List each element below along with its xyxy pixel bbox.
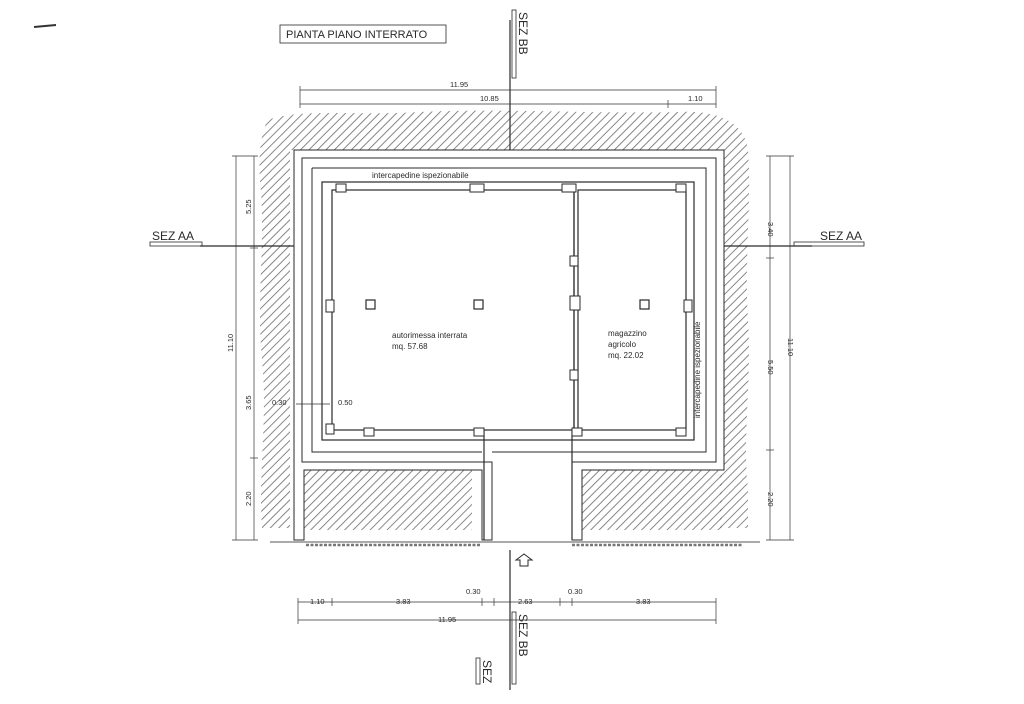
dim-bottom-a: 1.10	[310, 597, 325, 606]
gap-inner-line-left	[311, 168, 482, 453]
dim-bottom-total: 11.95	[438, 615, 456, 624]
dim-left-upper: 5.25	[244, 199, 253, 214]
drawing-title: PIANTA PIANO INTERRATO	[286, 29, 428, 41]
dimension-lines-right	[766, 155, 794, 541]
section-aa-label-right: SEZ AA	[820, 229, 862, 243]
dim-left-lower: 2.20	[244, 491, 253, 506]
garage-area: mq. 57.68	[392, 342, 428, 351]
hatch-bottom-right	[582, 462, 722, 530]
dimension-lines-left	[232, 155, 330, 541]
dim-right-total: 11.10	[786, 338, 795, 356]
section-bb-label-top: SEZ BB	[516, 12, 530, 55]
pillars	[365, 299, 650, 310]
dim-right-lower: 2.20	[766, 492, 775, 507]
dim-right-mid: 5.50	[766, 360, 775, 375]
section-marker-partial	[475, 657, 481, 685]
garage-name: autorimessa interrata	[392, 331, 468, 340]
dim-bottom-c: 0.30	[466, 587, 481, 596]
gap-inner-line	[312, 167, 707, 453]
dimension-lines-top	[299, 86, 717, 108]
section-bb-marker-bottom	[511, 611, 517, 685]
dim-wall-inner: 0.50	[338, 398, 353, 407]
stray-mark	[33, 24, 57, 28]
section-bb-label-bottom: SEZ BB	[516, 614, 530, 657]
dimension-lines-bottom	[297, 598, 717, 624]
dim-top-total: 11.95	[450, 80, 468, 89]
entrance-arrow-icon	[514, 553, 534, 567]
dim-left-total: 11.10	[226, 334, 235, 352]
dim-bottom-f: 3.83	[636, 597, 651, 606]
wall-notches	[325, 183, 693, 437]
dim-bottom-d: 2.63	[518, 597, 533, 606]
gap-label-top: intercapedine ispezionabile	[372, 171, 469, 180]
title-box	[279, 24, 447, 44]
dim-bottom-b: 3.83	[396, 597, 411, 606]
storage-name-2: agricolo	[608, 340, 637, 349]
dim-right-upper: 3.40	[766, 222, 775, 237]
dim-wall-outer: 0.30	[272, 398, 287, 407]
dim-left-mid: 3.65	[244, 395, 253, 410]
dim-bottom-e: 0.30	[568, 587, 583, 596]
pillar	[365, 299, 376, 310]
section-label-partial: SEZ	[480, 660, 494, 683]
dim-top-main: 10.85	[480, 94, 499, 103]
storage-area: mq. 22.02	[608, 351, 644, 360]
hatch-bottom-left	[296, 462, 472, 530]
section-bb-marker-top	[511, 9, 517, 79]
section-aa-marker-right	[793, 241, 865, 247]
dim-top-side: 1.10	[688, 94, 703, 103]
pillar	[639, 299, 650, 310]
gap-label-right: intercapedine ispezionabile	[693, 321, 702, 418]
section-aa-marker-left	[149, 241, 203, 247]
pillar	[473, 299, 484, 310]
storage-name-1: magazzino	[608, 329, 647, 338]
section-aa-label-left: SEZ AA	[152, 229, 194, 243]
